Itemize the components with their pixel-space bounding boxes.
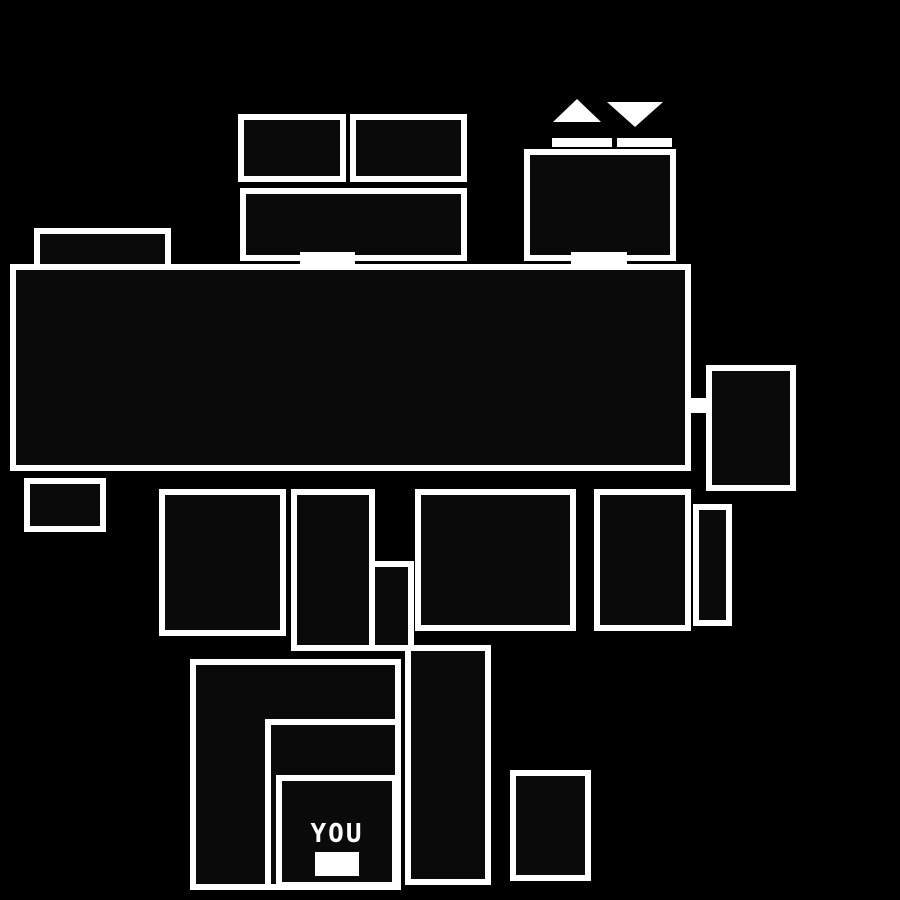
door-connector	[571, 252, 627, 268]
room-mid-4[interactable]	[594, 489, 691, 631]
room-top-wide[interactable]	[240, 188, 467, 261]
room-right-annex[interactable]	[693, 504, 732, 626]
room-mid-3[interactable]	[415, 489, 576, 631]
door-connector	[688, 398, 710, 413]
room-lower-left[interactable]	[24, 478, 106, 532]
door-connector	[300, 252, 355, 268]
door-connector	[552, 138, 612, 147]
you-label: YOU	[310, 819, 364, 849]
room-top-small-left[interactable]	[238, 114, 346, 182]
door-connector	[617, 138, 672, 147]
down-arrow-icon[interactable]	[607, 102, 663, 127]
room-bottom-right[interactable]	[510, 770, 591, 881]
player-marker	[315, 852, 359, 876]
room-top-small-right[interactable]	[350, 114, 467, 182]
room-mid-2-annex[interactable]	[369, 561, 414, 651]
room-mid-2[interactable]	[291, 489, 375, 651]
up-arrow-icon[interactable]	[553, 99, 601, 122]
room-top-right[interactable]	[524, 149, 676, 261]
room-main-hall[interactable]	[10, 264, 691, 471]
room-corridor[interactable]	[405, 645, 491, 885]
room-mid-1[interactable]	[159, 489, 286, 636]
room-office[interactable]: YOU	[276, 775, 398, 888]
room-right-wing[interactable]	[706, 365, 796, 491]
